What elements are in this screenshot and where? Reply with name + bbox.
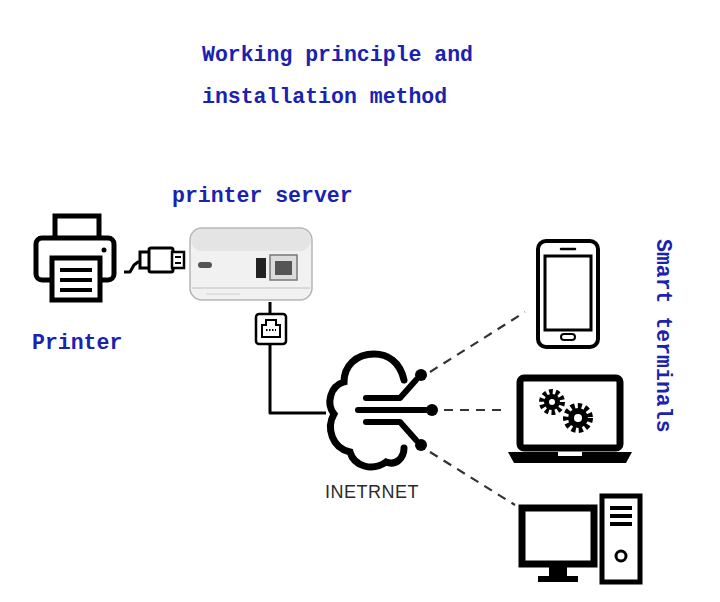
- node-label: printer server: [172, 183, 353, 209]
- gear-hole: [574, 414, 582, 422]
- server-body: [190, 228, 312, 300]
- phone-button: [561, 334, 575, 340]
- paper-line: [60, 278, 92, 282]
- cloud-dot: [415, 439, 427, 451]
- device-node: printer server: [170, 180, 356, 302]
- diagram-title: Working principle and installation metho…: [202, 34, 487, 118]
- usb-pin: [175, 262, 181, 264]
- ethernet-port: [262, 320, 280, 337]
- gear: [568, 408, 588, 428]
- paper-line: [60, 268, 92, 272]
- usb-plug-tip: [172, 252, 184, 268]
- monitor: [522, 508, 594, 564]
- gear: [544, 394, 560, 410]
- cloud-dot: [426, 404, 438, 416]
- printer-paper: [52, 258, 100, 300]
- cloud-link: [366, 380, 416, 398]
- connector-line: [430, 312, 525, 505]
- cloud-dot: [415, 369, 427, 381]
- cloud-link: [358, 407, 426, 413]
- printer-button: [102, 248, 107, 253]
- laptop-screen: [520, 378, 620, 448]
- tower-slot: [610, 522, 632, 526]
- laptop-base: [508, 452, 632, 463]
- server-top: [191, 229, 311, 251]
- tower-slot: [610, 514, 632, 518]
- pc-tower: [602, 496, 640, 582]
- cloud-link: [366, 422, 416, 440]
- node-label: Smart terminals: [651, 239, 675, 433]
- gear-teeth: [542, 392, 562, 412]
- phone-body: [538, 241, 598, 347]
- ethernet-pins: [266, 329, 276, 331]
- connector-layer: [124, 260, 525, 505]
- phone-screen: [545, 256, 591, 330]
- tower-slot: [610, 506, 632, 510]
- gear-teeth: [566, 406, 590, 430]
- lan-port-hole: [275, 261, 292, 275]
- ethernet-icon: [256, 314, 286, 344]
- device-node: Printer: [28, 215, 124, 355]
- server-vent: [206, 294, 240, 295]
- laptop-notch: [558, 452, 582, 456]
- server-edge: [192, 287, 310, 289]
- gear-hole: [549, 399, 555, 405]
- usb-port: [256, 258, 266, 278]
- phone-speaker: [561, 248, 575, 251]
- usb-pin: [175, 256, 181, 258]
- monitor-base: [538, 576, 578, 582]
- monitor-stand: [549, 566, 567, 576]
- paper-line: [60, 288, 92, 292]
- usb-plug-body: [149, 248, 173, 272]
- lan-port: [270, 255, 297, 280]
- usbc-port: [198, 262, 212, 268]
- node-label: Printer: [32, 330, 122, 356]
- device-node: Smart terminals: [505, 236, 677, 588]
- device-node: INETRNET: [318, 345, 436, 505]
- node-label: INETRNET: [318, 481, 426, 503]
- power-button: [616, 551, 626, 561]
